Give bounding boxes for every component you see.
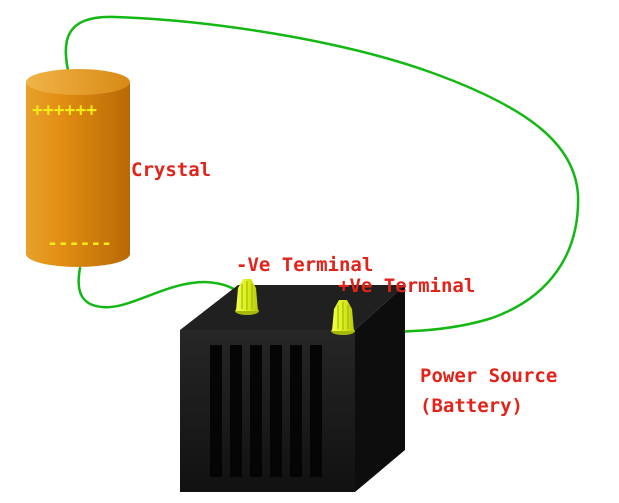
wires [64, 15, 580, 334]
crystal-body [26, 82, 130, 267]
crystal: ++++++ ------ [26, 69, 130, 267]
labels: Crystal -Ve Terminal +Ve Terminal Power … [131, 159, 557, 417]
positive-terminal-ridges [337, 302, 349, 330]
crystal-top-face [26, 69, 130, 95]
wire-crystal-bottom-to-negative-terminal [77, 266, 249, 309]
positive-terminal [331, 300, 355, 335]
battery-label: (Battery) [420, 395, 523, 417]
crystal-negative-marks: ------ [47, 233, 112, 254]
battery-vent [270, 345, 282, 477]
battery-vents [210, 345, 322, 477]
battery-vent [310, 345, 322, 477]
battery-side-face [355, 285, 405, 492]
battery [180, 279, 405, 492]
negative-terminal [235, 279, 259, 315]
negative-terminal-ridges [241, 281, 253, 310]
battery-front-face [180, 330, 355, 492]
battery-vent [230, 345, 242, 477]
power-source-label: Power Source [420, 365, 557, 387]
wire-crystal-top-to-positive-terminal [64, 15, 580, 334]
battery-vent [250, 345, 262, 477]
crystal-label: Crystal [131, 159, 211, 181]
positive-terminal-label: +Ve Terminal [338, 275, 475, 297]
battery-vent [210, 345, 222, 477]
battery-vent [290, 345, 302, 477]
crystal-positive-marks: ++++++ [32, 100, 97, 121]
negative-terminal-label: -Ve Terminal [236, 254, 373, 276]
